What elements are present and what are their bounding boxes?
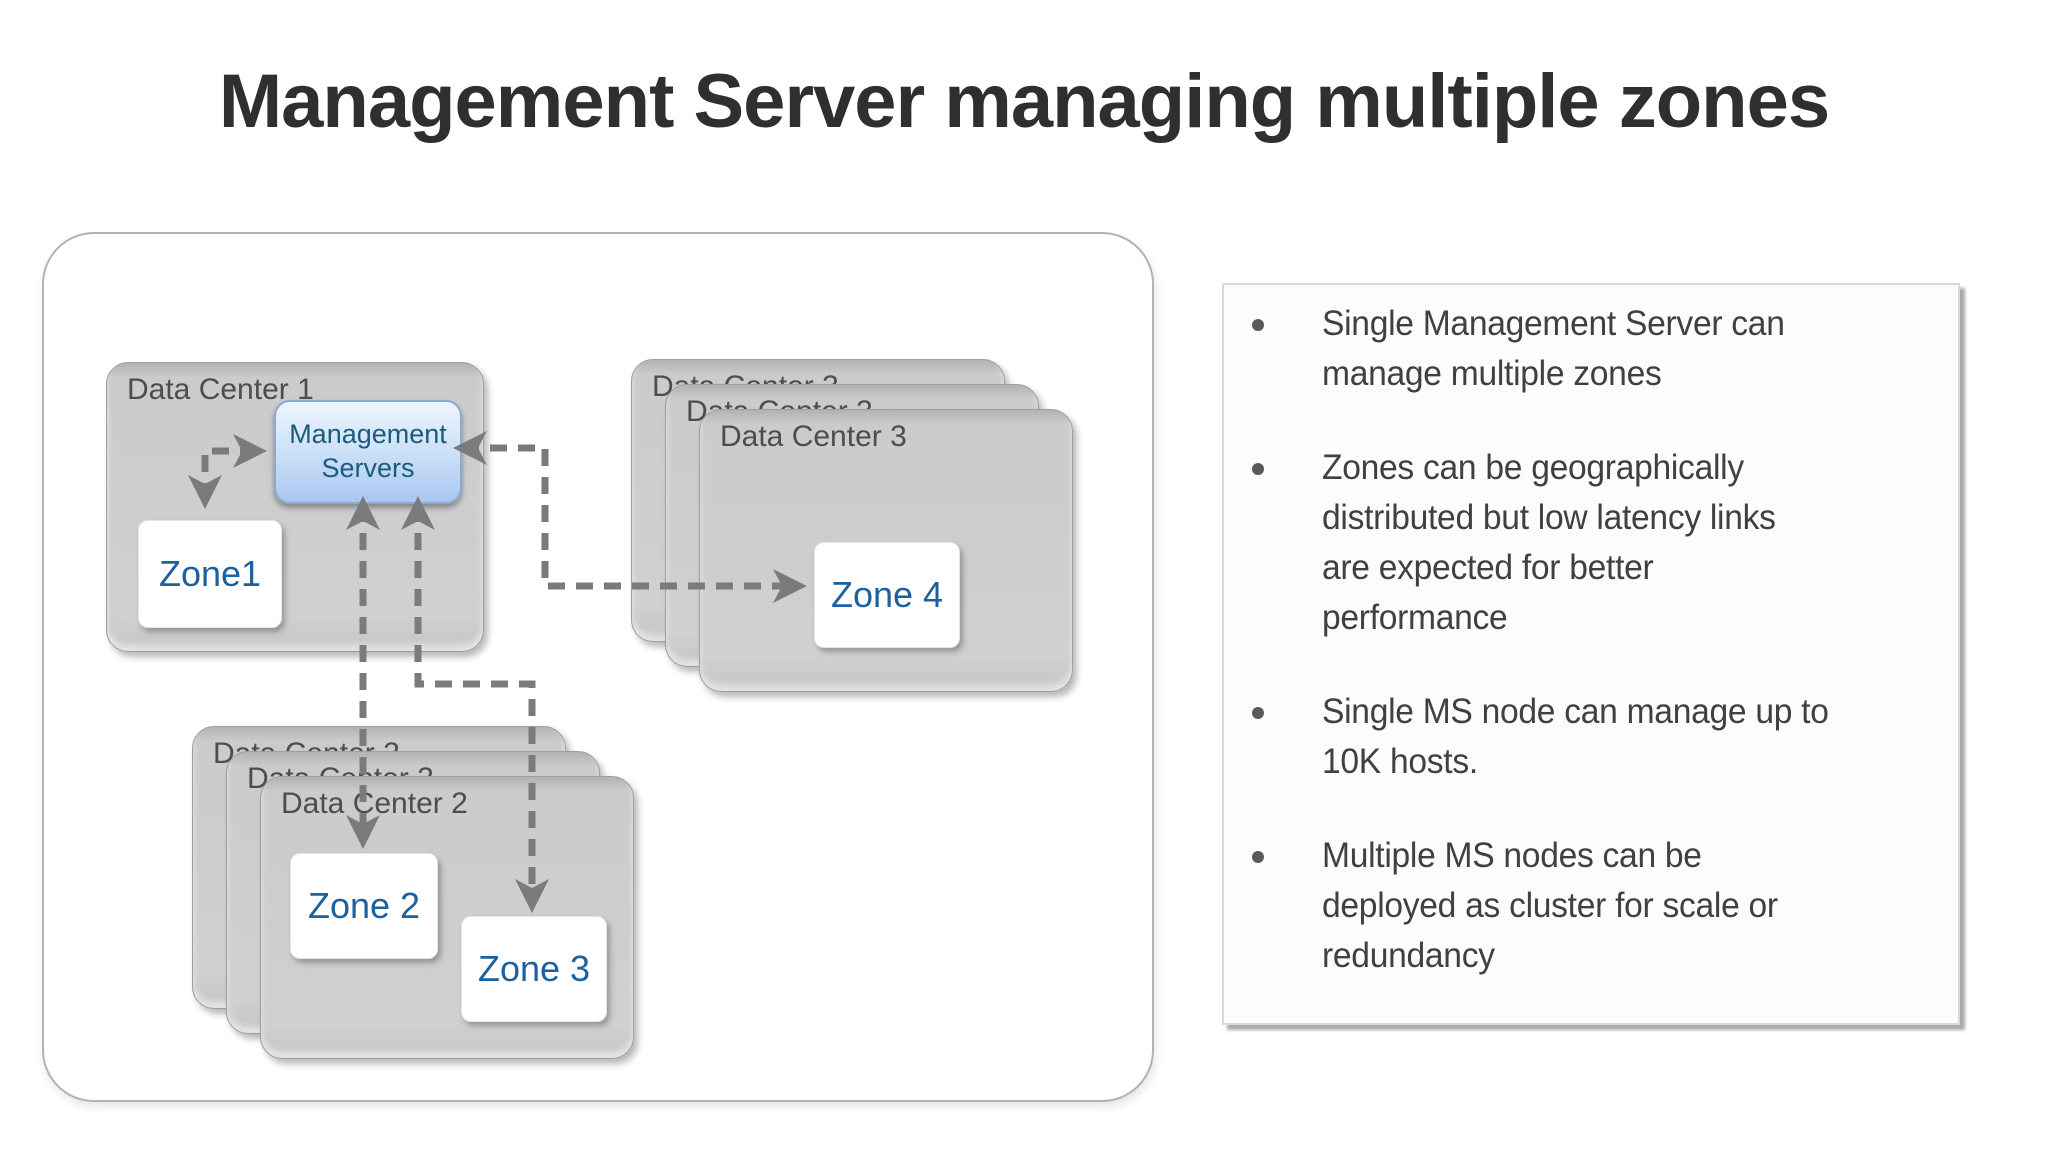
management-servers-box: Management Servers — [274, 400, 462, 504]
zone2-label: Zone 2 — [307, 885, 421, 926]
data-center-3-label: Data Center 3 — [720, 420, 907, 453]
diagram-canvas: Data Center 3 Data Center 3 Data Center … — [42, 232, 1154, 1102]
zone1-box: Zone1 — [138, 520, 282, 628]
bullet-item: Zones can be geographically distributed … — [1252, 443, 1938, 643]
bullet-icon — [1252, 319, 1264, 331]
bullet-icon — [1252, 851, 1264, 863]
bullet-icon — [1252, 463, 1264, 475]
bullet-item: Single Management Server can manage mult… — [1252, 299, 1938, 399]
notes-panel: Single Management Server can manage mult… — [1222, 283, 1960, 1025]
bullet-icon — [1252, 707, 1264, 719]
data-center-1-card: Data Center 1 Management Servers Zone1 — [106, 362, 484, 652]
data-center-2-label: Data Center 2 — [281, 787, 468, 820]
zone2-box: Zone 2 — [290, 853, 438, 959]
page-title: Management Server managing multiple zone… — [218, 59, 1830, 144]
data-center-2-card: Data Center 2 Zone 2 Zone 3 — [260, 776, 634, 1059]
management-servers-label: Management Servers — [289, 419, 447, 483]
bullet-item: Single MS node can manage up to 10K host… — [1252, 687, 1938, 787]
zone4-label: Zone 4 — [830, 574, 944, 615]
data-center-3-card: Data Center 3 Zone 4 — [699, 409, 1073, 692]
bullet-text: Multiple MS nodes can be deployed as clu… — [1322, 836, 1778, 975]
zone3-box: Zone 3 — [461, 916, 607, 1022]
zone3-label: Zone 3 — [477, 948, 591, 989]
zone4-box: Zone 4 — [814, 542, 960, 648]
zone1-label: Zone1 — [158, 553, 262, 594]
bullet-item: Multiple MS nodes can be deployed as clu… — [1252, 831, 1938, 981]
bullet-text: Zones can be geographically distributed … — [1322, 448, 1776, 637]
bullet-text: Single MS node can manage up to 10K host… — [1322, 692, 1829, 781]
bullet-text: Single Management Server can manage mult… — [1322, 304, 1785, 393]
